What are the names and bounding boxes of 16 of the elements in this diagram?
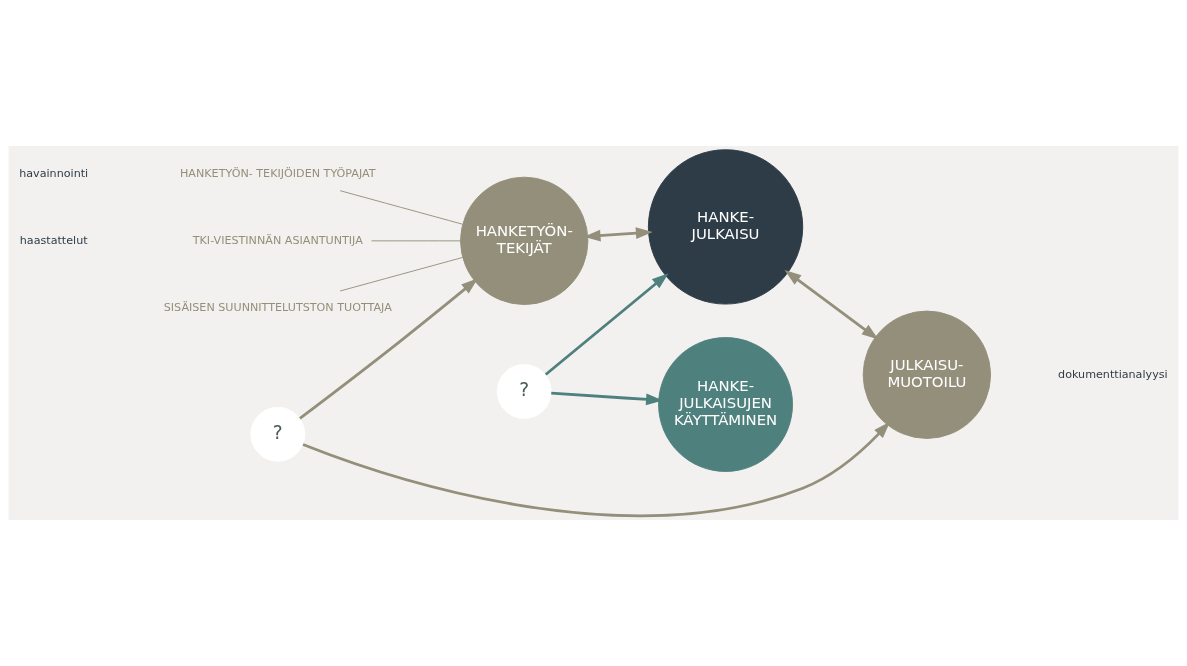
- arrow: [784, 269, 879, 340]
- node-circle: HANKE- JULKAISUJEN KÄYTTÄMINEN: [658, 337, 793, 472]
- node-circle: ?: [496, 364, 552, 419]
- arrow: [302, 421, 891, 517]
- label: havainnointi: [19, 166, 89, 180]
- node-circle: ?: [250, 406, 306, 462]
- connector: [339, 256, 464, 292]
- label: dokumenttianalyysi: [1058, 367, 1168, 381]
- arrow: [299, 278, 478, 420]
- node-text: SISÄISEN SUUNNITTELUTSTON TUOTTAJA: [163, 300, 392, 314]
- label: haastattelut: [19, 233, 88, 247]
- arrow: [544, 273, 669, 376]
- node-text: HANKETYÖN- TEKIJÖIDEN TYÖPAJAT: [179, 166, 376, 180]
- node-text: TKI-VIESTINNÄN ASIANTUNTIJA: [192, 233, 363, 247]
- connector: [339, 190, 464, 225]
- connector: [371, 240, 461, 242]
